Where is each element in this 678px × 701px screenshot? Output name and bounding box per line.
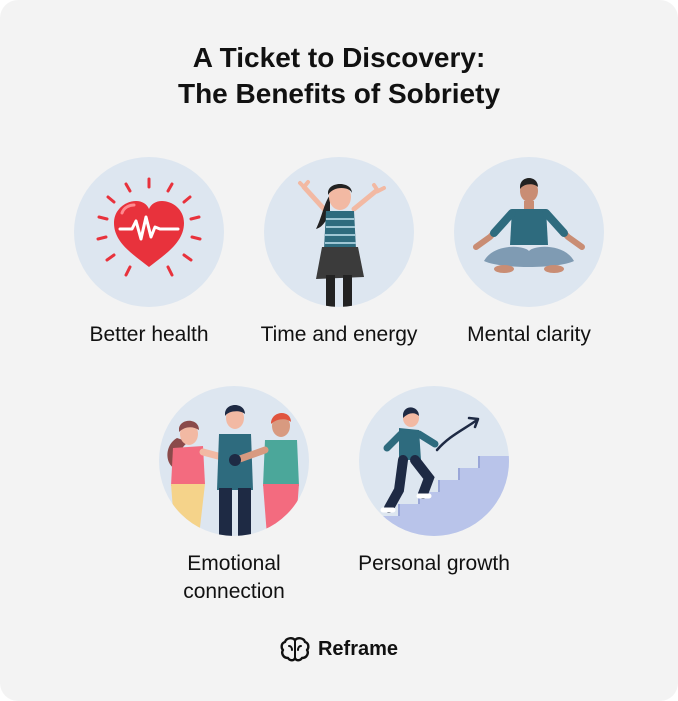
benefit-illustration [159,386,309,536]
brand-footer: Reframe [0,636,678,662]
brand-name: Reframe [317,637,399,660]
benefit-label: Personal growth [358,552,510,575]
joyful-person-icon [298,180,386,307]
brain-logo-icon [280,637,310,662]
group-hands-together-icon [167,405,299,536]
benefit-label: Emotional connection [183,552,285,603]
title-line-2: The Benefits of Sobriety [177,78,501,109]
benefit-illustration [74,157,224,307]
meditating-person-icon [473,178,585,273]
climbing-stairs-icon [379,407,509,536]
benefit-mental-clarity: Mental clarity [434,157,624,349]
benefit-illustration [359,386,509,536]
title-line-1: A Ticket to Discovery: [192,42,486,73]
benefit-label: Mental clarity [467,323,591,346]
benefit-better-health: Better health [54,157,244,349]
heartbeat-heart-icon [96,177,202,277]
benefit-illustration [264,157,414,307]
benefit-personal-growth: Personal growth [339,386,529,578]
benefit-illustration [454,157,604,307]
page-title: A Ticket to Discovery: The Benefits of S… [0,40,678,112]
benefit-time-and-energy: Time and energy [244,157,434,349]
benefit-emotional-connection: Emotional connection [139,386,329,606]
benefit-label: Better health [89,323,209,346]
benefit-label: Time and energy [260,323,418,346]
